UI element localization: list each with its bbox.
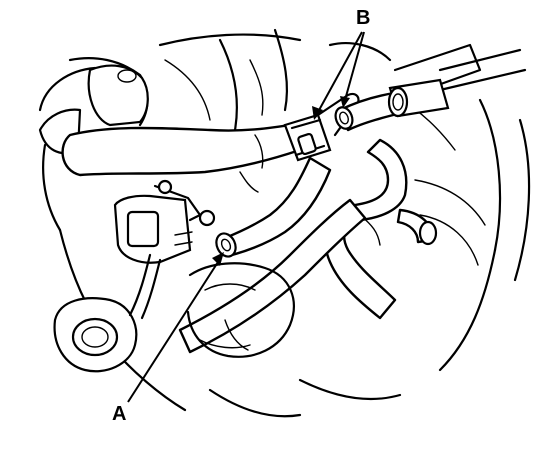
lower-right-hose	[324, 138, 438, 320]
pump-housing	[186, 262, 295, 358]
callout-b-arrowhead	[312, 106, 323, 120]
callout-b: B	[312, 7, 370, 120]
bypass-hose	[215, 156, 332, 258]
heater-hose	[178, 198, 367, 354]
callout-b-arrowhead-2	[340, 96, 350, 108]
hose-clamp-b	[283, 92, 360, 162]
callout-a: A	[112, 252, 224, 425]
flange-boss	[53, 297, 138, 373]
sensor-bracket	[113, 179, 216, 320]
pipe-fitting-right	[334, 78, 450, 132]
callout-b-leader-2	[344, 31, 365, 101]
upper-coolant-hose	[61, 123, 302, 193]
callout-a-label: A	[112, 403, 126, 425]
callout-a-leader	[127, 261, 219, 403]
engine-block-outline	[38, 28, 531, 418]
upper-left-housing	[38, 64, 149, 155]
callout-a-arrowhead	[212, 252, 224, 266]
callout-b-label: B	[356, 7, 370, 29]
callout-b-leader	[317, 31, 363, 113]
